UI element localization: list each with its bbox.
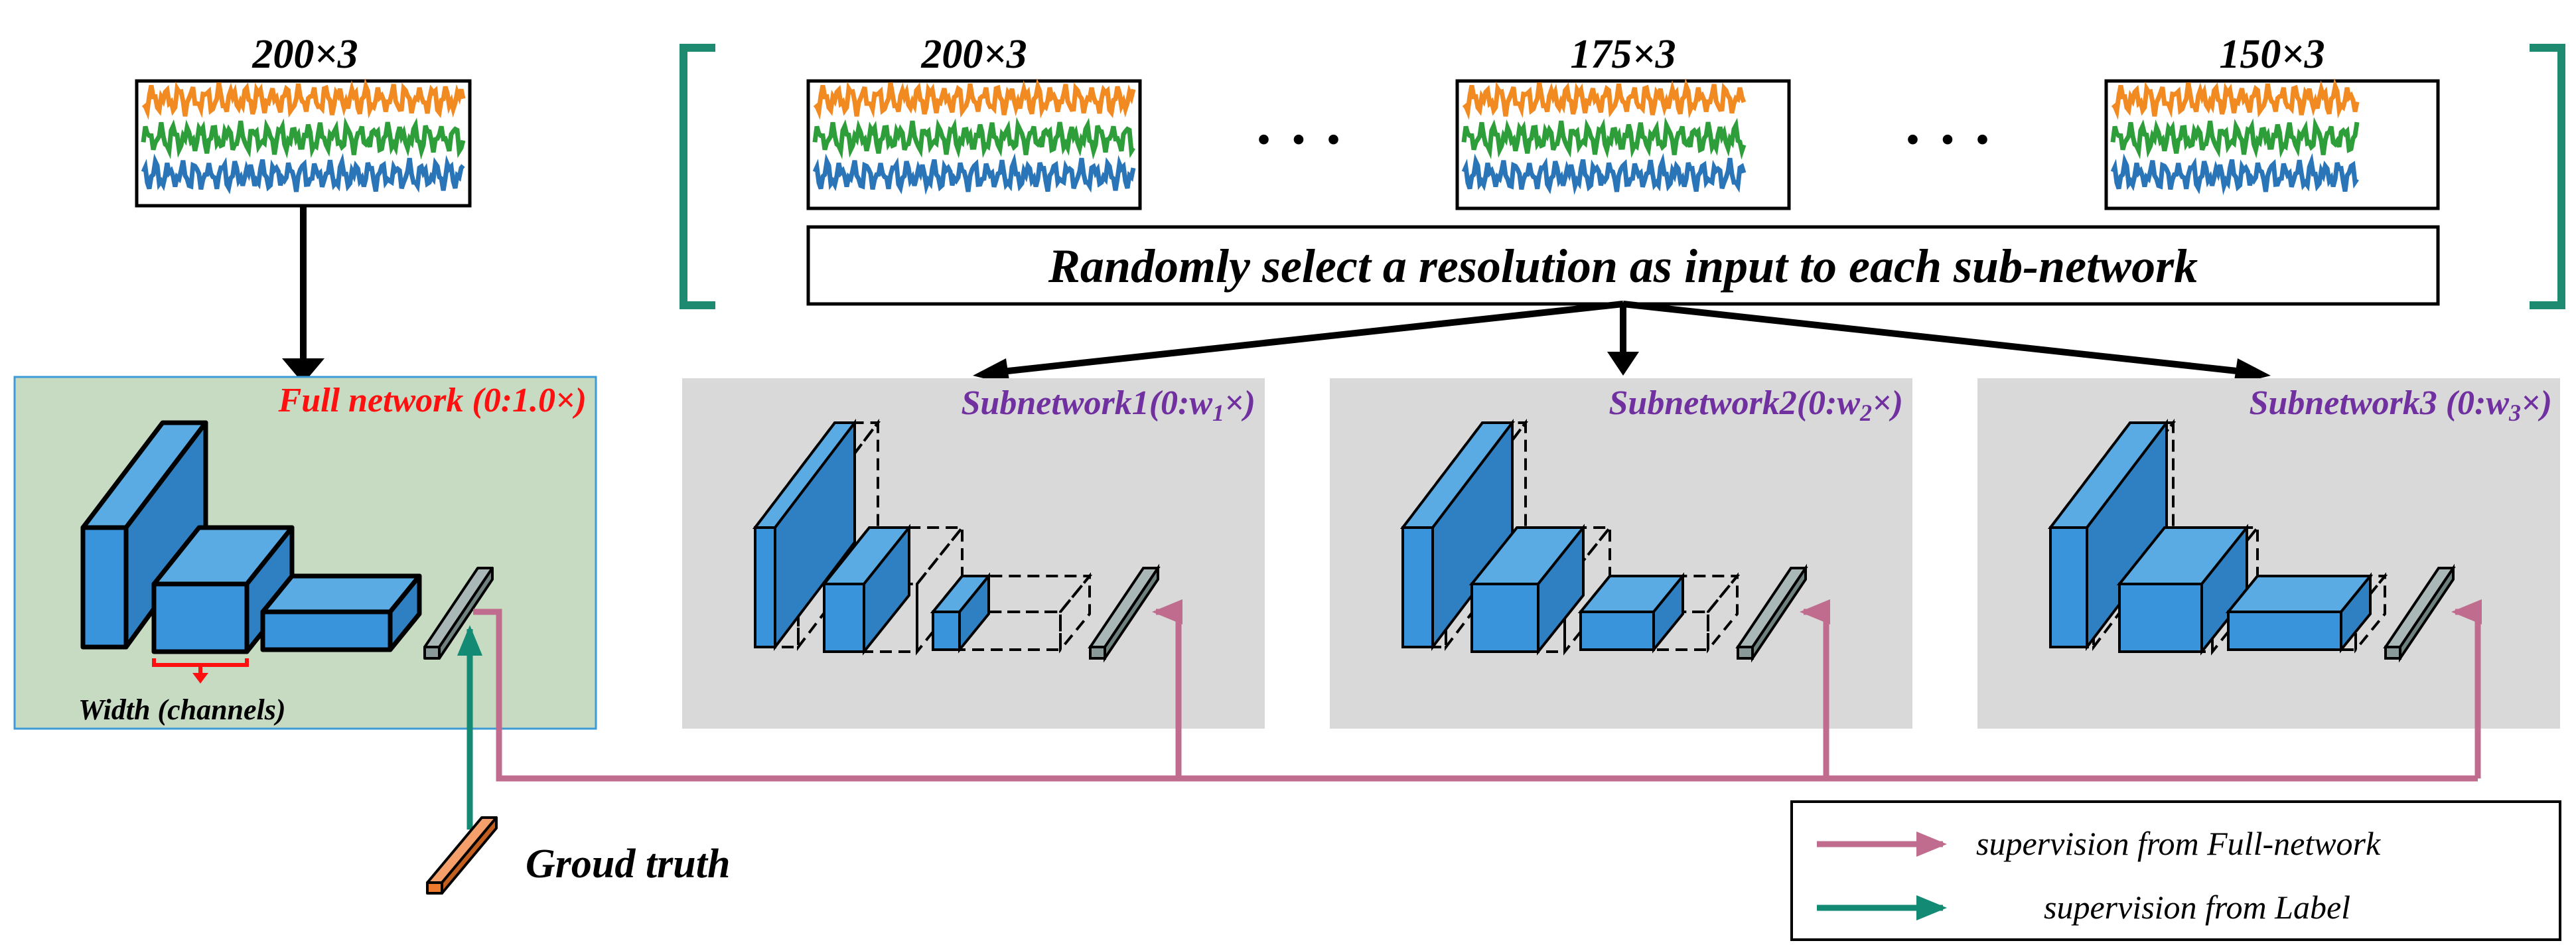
- blue-signal-trace: [2110, 153, 2359, 195]
- ellipsis-left: · · ·: [1253, 107, 1343, 173]
- sub3-block3-outline-side: [2354, 572, 2386, 654]
- output-vector-front: [1737, 646, 1754, 660]
- orange-signal-trace: [813, 78, 1136, 120]
- output-vector-front: [2384, 646, 2401, 660]
- width-arrow-icon: [192, 673, 208, 684]
- resolution3-signal-traces: [2110, 78, 2360, 195]
- green-signal-trace: [812, 117, 1135, 160]
- sub2-block3-front: [1579, 611, 1655, 651]
- full-block1-front: [80, 525, 129, 650]
- subnetwork1-blocks: [752, 419, 1161, 663]
- full-block2-front: [151, 581, 250, 654]
- subnetwork1-title: Subnetwork1(0:w1×): [962, 384, 1255, 426]
- sub3-block1-front: [2049, 526, 2088, 648]
- width-channels-label: Width (channels): [78, 693, 286, 726]
- ground-truth-vector: [426, 816, 498, 895]
- orange-signal-trace: [1462, 78, 1747, 120]
- random-select-box: [806, 225, 2440, 306]
- sub1-block1-front: [754, 526, 776, 648]
- sub1-block2-front: [823, 583, 865, 653]
- left-bracket: [680, 44, 715, 309]
- full-output-vector: [423, 567, 494, 660]
- green-signal-trace: [2110, 117, 2360, 160]
- full-block3-front: [260, 609, 393, 652]
- full-network-blocks: [80, 420, 422, 654]
- orange-signal-trace: [141, 78, 466, 120]
- sub1-block3-front: [932, 611, 961, 651]
- resolution2-label: 175×3: [1570, 32, 1676, 77]
- subnetwork2-blocks: [1399, 419, 1808, 663]
- sub3-block2-front: [2118, 583, 2203, 653]
- resolution1-signal-traces: [812, 78, 1136, 195]
- orange-signal-trace: [2111, 78, 2360, 120]
- blue-signal-trace: [141, 153, 465, 194]
- full-input-dimension-label: 200×3: [251, 32, 358, 77]
- subnetwork3-blocks: [2047, 419, 2456, 663]
- full-input-signal-traces: [141, 78, 466, 194]
- legend-full-network-text: supervision from Full-network: [1976, 825, 2381, 862]
- random-select-text: Randomly select a resolution as input to…: [1048, 240, 2198, 293]
- sub2-block3-outline-side: [1707, 572, 1739, 654]
- green-signal-trace: [1461, 117, 1747, 160]
- output-vector-front: [1089, 646, 1106, 660]
- legend-label-text: supervision from Label: [2044, 889, 2350, 926]
- blue-signal-trace: [812, 153, 1136, 195]
- resolution2-signal-traces: [1461, 78, 1747, 195]
- select-to-subnetwork-arrows: [973, 301, 2271, 385]
- width-indicator: [152, 658, 249, 684]
- ground-truth-label: Groud truth: [526, 841, 730, 887]
- full-network-title: Full network (0:1.0×): [278, 382, 587, 419]
- sub1-block3-outline-side: [1059, 572, 1091, 654]
- resolution3-label: 150×3: [2219, 32, 2325, 77]
- input-to-full-arrowhead: [282, 358, 324, 384]
- blue-signal-trace: [1461, 153, 1747, 195]
- sub3-block3-front: [2227, 611, 2342, 651]
- sub2-block2-front: [1470, 583, 1539, 653]
- subnetwork3-title: Subnetwork3 (0:w3×): [2250, 384, 2552, 426]
- subnetwork2-title: Subnetwork2(0:w2×): [1609, 384, 1903, 426]
- full-network-supervision-paths: [473, 599, 2482, 782]
- resolution1-label: 200×3: [920, 32, 1027, 77]
- arrowhead-sub2: [1607, 352, 1639, 376]
- green-signal-trace: [141, 117, 466, 160]
- ellipsis-right: · · ·: [1902, 107, 1992, 173]
- right-bracket: [2530, 44, 2565, 309]
- sub2-block1-front: [1401, 526, 1434, 648]
